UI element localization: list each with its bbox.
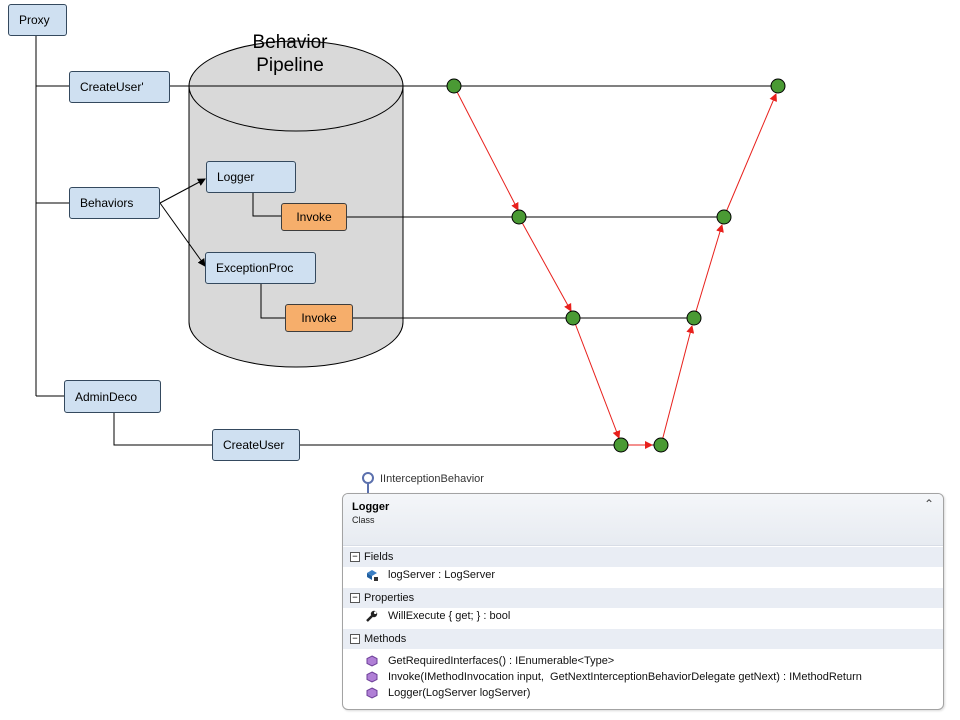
interface-lollipop: IInterceptionBehavior (362, 472, 484, 496)
proxy-node[interactable]: Proxy (8, 4, 67, 36)
section-properties[interactable]: − Properties (343, 587, 943, 608)
collapse-minus-icon[interactable]: − (350, 593, 360, 603)
create-user-label: CreateUser (223, 438, 285, 452)
pipeline-node (565, 310, 581, 326)
member-row[interactable]: WillExecute { get; } : bool (343, 608, 943, 624)
member-text: Logger(LogServer logServer) (388, 687, 531, 699)
pipeline-node (770, 78, 786, 94)
pipeline-node (613, 437, 629, 453)
admin-deco-node[interactable]: AdminDeco (64, 380, 161, 413)
member-text: Invoke(IMethodInvocation input, GetNextI… (388, 671, 862, 683)
member-row[interactable]: GetRequiredInterfaces() : IEnumerable<Ty… (343, 653, 943, 669)
pipeline-title: Behavior Pipeline (205, 31, 375, 77)
collapse-chevron-icon[interactable]: ⌃ (923, 497, 934, 511)
create-user-node[interactable]: CreateUser (212, 429, 300, 461)
invoke-node-exception[interactable]: Invoke (285, 304, 353, 332)
method-icon (365, 670, 379, 684)
proxy-label: Proxy (19, 13, 50, 27)
section-methods[interactable]: − Methods (343, 628, 943, 649)
invoke-label: Invoke (301, 311, 337, 325)
invoke-node-logger[interactable]: Invoke (281, 203, 347, 231)
member-text: GetRequiredInterfaces() : IEnumerable<Ty… (388, 655, 615, 667)
call-arrows (453, 85, 777, 449)
member-row[interactable]: Invoke(IMethodInvocation input, GetNextI… (343, 669, 943, 685)
member-text: WillExecute { get; } : bool (388, 610, 511, 622)
pipeline-title-line2: Pipeline (256, 55, 324, 76)
class-name: Logger (352, 501, 390, 513)
admin-deco-label: AdminDeco (75, 389, 138, 404)
pipeline-node (716, 209, 732, 225)
section-title: Properties (364, 592, 415, 604)
create-user-prime-label: CreateUser' (80, 80, 144, 94)
field-icon (365, 568, 379, 582)
pipeline-title-line1: Behavior (252, 32, 328, 53)
method-icon (365, 686, 379, 700)
collapse-minus-icon[interactable]: − (350, 634, 360, 644)
section-title: Fields (364, 551, 394, 563)
class-kind: Class (352, 515, 375, 525)
pipeline-nodes (446, 78, 786, 453)
section-fields[interactable]: − Fields (343, 546, 943, 567)
interface-icon (362, 472, 374, 496)
class-header: Logger Class ⌃ (343, 494, 943, 546)
pipeline-node (511, 209, 527, 225)
pipeline-node (653, 437, 669, 453)
create-user-prime-node[interactable]: CreateUser' (69, 71, 170, 103)
pipeline-node (446, 78, 462, 94)
exception-proc-label: ExceptionProc (216, 261, 294, 275)
exception-proc-node[interactable]: ExceptionProc (205, 252, 316, 284)
logger-node[interactable]: Logger (206, 161, 296, 193)
section-title: Methods (364, 633, 407, 645)
member-row[interactable]: logServer : LogServer (343, 567, 943, 583)
wrench-icon (365, 609, 379, 623)
pipeline-node (686, 310, 702, 326)
behaviors-label: Behaviors (80, 196, 134, 210)
level-lines (170, 85, 778, 446)
member-row[interactable]: Logger(LogServer logServer) (343, 685, 943, 701)
method-icon (365, 654, 379, 668)
interface-label: IInterceptionBehavior (380, 473, 484, 485)
behaviors-node[interactable]: Behaviors (69, 187, 160, 219)
logger-label: Logger (217, 170, 255, 184)
tree-connectors (35, 36, 285, 446)
invoke-label: Invoke (296, 210, 332, 224)
logger-class-box[interactable]: Logger Class ⌃ − Fields logServer : LogS… (342, 493, 944, 710)
collapse-minus-icon[interactable]: − (350, 552, 360, 562)
member-text: logServer : LogServer (388, 569, 495, 581)
